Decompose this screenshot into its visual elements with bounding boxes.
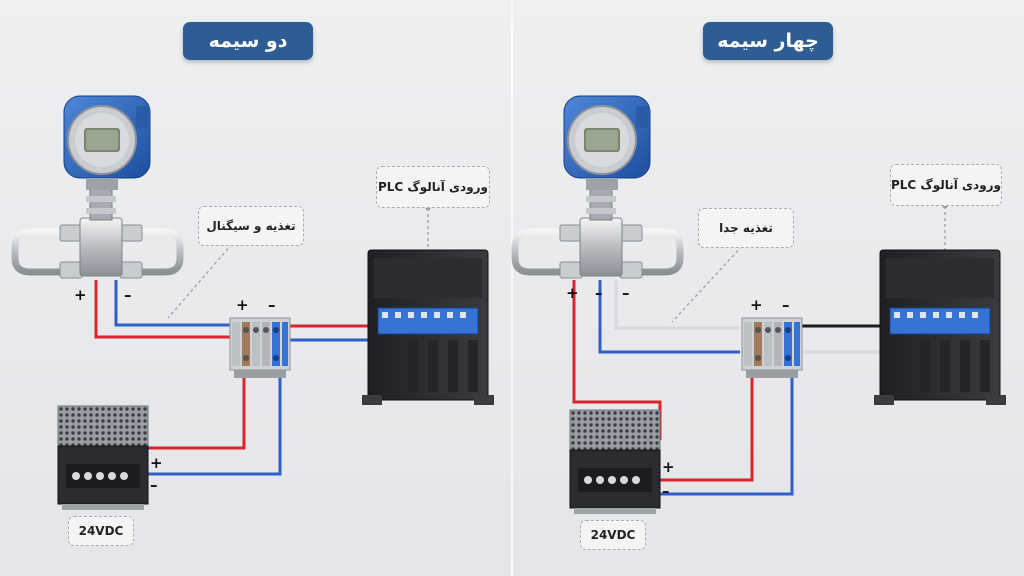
four-wire-psu-minus: – (662, 482, 670, 500)
four-wire-title: چهار سیمه (703, 22, 833, 60)
four-wire-psu-plus: + (662, 458, 675, 476)
two-wire-blue-wire (114, 280, 280, 327)
two-wire-transmitter-minus: – (124, 286, 132, 304)
two-wire-terminal-plus: + (236, 296, 249, 314)
four-wire-terminal-minus: – (782, 296, 790, 314)
four-wire-psu-blue-wire (660, 378, 794, 496)
four-wire-transmitter-minus: – (595, 284, 603, 302)
two-wire-terminal-minus: – (268, 296, 276, 314)
four-wire-transmitter-plus: + (566, 284, 579, 302)
two-wire-red-wire (94, 280, 238, 339)
panel-divider (511, 0, 513, 576)
two-wire-psu-minus: – (150, 476, 158, 494)
four-wire-callout-pointer (671, 245, 743, 323)
four-wire-blue-wire (598, 280, 740, 354)
four-wire-psu-red-wire (660, 378, 754, 482)
two-wire-transmitter-plus: + (74, 286, 87, 304)
two-wire-plc-label: ورودی آنالوگ PLC (376, 166, 490, 208)
four-wire-signal-label: تغذیه جدا (698, 208, 794, 248)
two-wire-psu-plus: + (150, 454, 163, 472)
four-wire-terminal-plus: + (750, 296, 763, 314)
two-wire-plc-module (361, 249, 495, 406)
two-wire-transmitter (15, 96, 180, 278)
two-wire-psu-red-wire (148, 372, 246, 450)
two-wire-title: دو سیمه (183, 22, 313, 60)
four-wire-plc-module (873, 249, 1007, 406)
four-wire-transmitter-minus-2: – (622, 284, 630, 302)
two-wire-psu-blue-wire (148, 372, 282, 476)
four-wire-plc-label: ورودی آنالوگ PLC (890, 164, 1002, 206)
two-wire-signal-label: تغذیه و سیگنال (198, 206, 304, 246)
four-wire-power-supply (569, 409, 661, 515)
two-wire-power-supply (57, 405, 149, 511)
two-wire-terminal-block (229, 317, 291, 379)
two-wire-psu-label: 24VDC (68, 516, 134, 546)
four-wire-white-wire (614, 280, 740, 330)
four-wire-psu-label: 24VDC (580, 520, 646, 550)
four-wire-transmitter (515, 96, 680, 278)
two-wire-callout-pointer (167, 243, 233, 319)
four-wire-terminal-block (741, 317, 803, 379)
